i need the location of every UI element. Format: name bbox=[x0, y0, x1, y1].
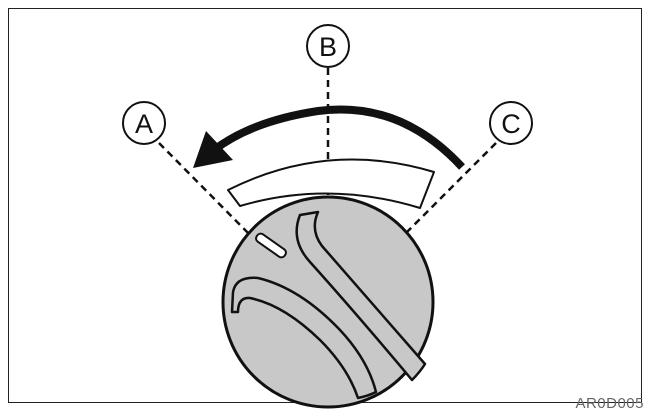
knob-ridge-lower bbox=[230, 276, 378, 400]
knob-ridge-upper bbox=[295, 210, 427, 382]
dial-knob-icon bbox=[221, 195, 435, 409]
callout-b: B bbox=[306, 24, 350, 68]
scale-band bbox=[227, 158, 435, 209]
figure-reference-code: AR0D005 bbox=[575, 395, 644, 412]
callout-a-label: A bbox=[135, 109, 153, 139]
callout-b-label: B bbox=[319, 32, 337, 62]
callout-a: A bbox=[122, 101, 166, 145]
rotation-arrow-icon bbox=[193, 105, 465, 170]
knob-body bbox=[221, 195, 435, 409]
callout-c-label: C bbox=[501, 109, 521, 139]
guide-line-a bbox=[158, 142, 254, 239]
guide-line-c bbox=[400, 142, 497, 239]
knob-indicator-mark bbox=[255, 232, 287, 259]
callout-c: C bbox=[489, 101, 533, 145]
